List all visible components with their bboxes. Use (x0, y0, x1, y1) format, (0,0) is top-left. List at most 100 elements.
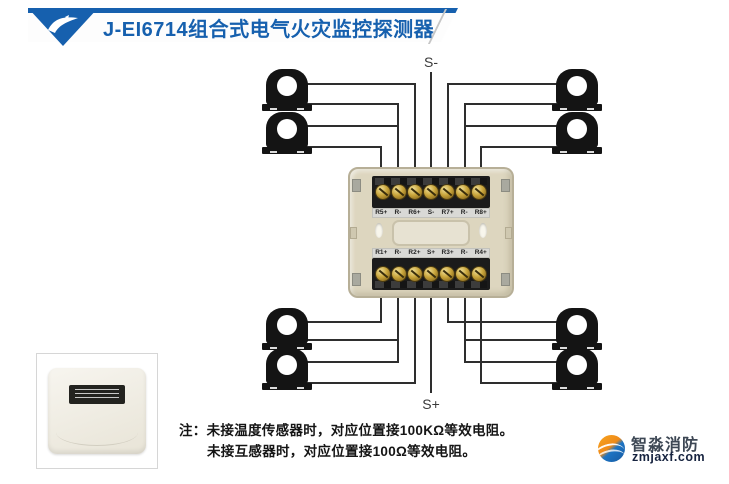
ct-flange (262, 343, 312, 350)
terminal-label: R- (460, 249, 468, 256)
terminal-label: R3+ (441, 249, 454, 256)
current-transformer-icon (552, 308, 602, 350)
current-transformer-icon (262, 69, 312, 111)
terminal-screw-icon (440, 185, 454, 199)
current-transformer-icon (262, 348, 312, 390)
brand-emblem-icon (48, 15, 78, 33)
terminal-screw-icon (472, 267, 486, 281)
terminal-label-strip-top: R5+ R- R6+ S- R7+ R- R8+ (372, 208, 490, 218)
terminal-label: R- (460, 209, 468, 216)
mounting-clip (501, 179, 510, 192)
terminal-screw-icon (424, 267, 438, 281)
wire (447, 83, 449, 177)
detector-base: R5+ R- R6+ S- R7+ R- R8+ R1+ R- R2+ S+ R… (348, 167, 514, 298)
terminal-label: R8+ (474, 209, 487, 216)
mounting-clip (501, 273, 510, 286)
terminal-screw-icon (408, 267, 422, 281)
bus-label-s-plus: S+ (422, 396, 440, 412)
side-tab (505, 227, 512, 239)
current-transformer-icon (552, 112, 602, 154)
wire (414, 291, 416, 384)
wire (447, 291, 449, 323)
wire (305, 382, 416, 384)
wire (447, 321, 557, 323)
ct-flange (262, 147, 312, 154)
terminal-label: R1+ (375, 249, 388, 256)
current-transformer-icon (262, 308, 312, 350)
watermark-name: 智淼消防 (631, 437, 700, 454)
product-photo-nameplate (69, 385, 125, 404)
terminal-label: R- (394, 249, 402, 256)
terminal-screw-icon (408, 185, 422, 199)
terminal-label: R2+ (408, 249, 421, 256)
ct-flange (552, 383, 602, 390)
terminal-label: R- (394, 209, 402, 216)
header-banner (28, 8, 458, 42)
terminal-label-strip-bottom: R1+ R- R2+ S+ R3+ R- R4+ (372, 248, 490, 258)
ct-flange (552, 104, 602, 111)
terminal-label: R7+ (441, 209, 454, 216)
terminal-block-top (372, 176, 490, 208)
note-line: 未接互感器时，对应位置接100Ω等效电阻。 (179, 441, 513, 462)
terminal-screw-icon (456, 185, 470, 199)
wire-s-minus (430, 72, 432, 177)
terminal-screw-icon (376, 267, 390, 281)
terminal-label: S+ (426, 249, 436, 256)
wire (305, 339, 399, 341)
terminal-screw-icon (440, 267, 454, 281)
terminal-label: R4+ (474, 249, 487, 256)
wire (380, 146, 382, 177)
mounting-hole (479, 223, 487, 238)
wire (464, 339, 557, 341)
note-prefix: 注： (179, 423, 207, 438)
wire (305, 125, 399, 127)
product-photo-device (48, 368, 146, 454)
terminal-block-bottom (372, 258, 490, 290)
note-line: 注：未接温度传感器时，对应位置接100KΩ等效电阻。 (179, 420, 513, 441)
ct-flange (262, 104, 312, 111)
ct-hole (277, 355, 297, 375)
terminal-screw-icon (424, 185, 438, 199)
wire (305, 146, 382, 148)
wire-s-plus (430, 291, 432, 393)
current-transformer-icon (552, 69, 602, 111)
mounting-hole (375, 223, 383, 238)
wire (464, 103, 466, 177)
page-title: J-EI6714组合式电气火灾监控探测器 (103, 19, 435, 41)
terminal-label: R5+ (375, 209, 388, 216)
wire (480, 146, 557, 148)
wire (464, 103, 557, 105)
terminal-screw-icon (472, 185, 486, 199)
wire (464, 125, 557, 127)
side-tab (350, 227, 357, 239)
watermark: 智淼消防 zmjaxf.com (598, 428, 726, 470)
ct-hole (567, 315, 587, 335)
current-transformer-icon (262, 112, 312, 154)
ct-hole (567, 355, 587, 375)
wire (447, 83, 557, 85)
ct-hole (277, 315, 297, 335)
note-text: 未接温度传感器时，对应位置接100KΩ等效电阻。 (206, 423, 514, 438)
center-recess (392, 220, 470, 246)
wire (480, 382, 557, 384)
ct-hole (567, 119, 587, 139)
wiring-note: 注：未接温度传感器时，对应位置接100KΩ等效电阻。 未接互感器时，对应位置接1… (179, 420, 513, 462)
wire (305, 361, 399, 363)
current-transformer-icon (552, 348, 602, 390)
ct-flange (552, 343, 602, 350)
wire (414, 83, 416, 177)
terminal-screw-icon (392, 185, 406, 199)
wire (480, 146, 482, 177)
mounting-clip (352, 179, 361, 192)
wire (380, 291, 382, 323)
ct-hole (567, 76, 587, 96)
product-photo-thumbnail (36, 353, 158, 469)
wire (464, 291, 466, 363)
ct-hole (277, 119, 297, 139)
terminal-screw-icon (456, 267, 470, 281)
wire (305, 321, 382, 323)
wire (305, 103, 399, 105)
terminal-label: S- (427, 209, 435, 216)
bus-label-s-minus: S- (424, 54, 438, 70)
